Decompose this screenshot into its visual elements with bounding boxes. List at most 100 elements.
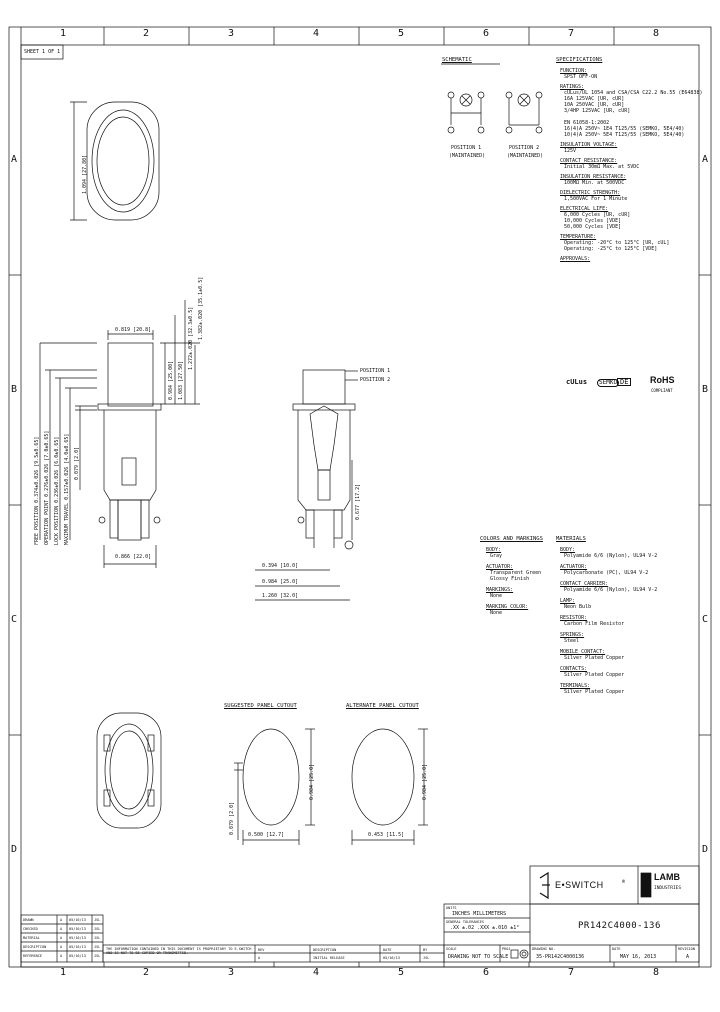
part-number: PR142C4000-136 bbox=[578, 921, 661, 931]
section-position-1: POSITION 1 bbox=[360, 368, 391, 374]
side-dim-r1: 1.083 [27.50] bbox=[178, 360, 184, 400]
revision-title: REVISION bbox=[678, 947, 695, 951]
sig-by: JSL bbox=[94, 918, 101, 922]
sig-date: 05/16/13 bbox=[69, 927, 86, 931]
alternate-panel-cutout bbox=[351, 728, 428, 845]
zone-top-2: 2 bbox=[143, 28, 150, 39]
color-block-title: ACTUATOR: bbox=[486, 564, 514, 570]
material-block: CONTACT CARRIER:Polyamide 6/6 (Nylon), U… bbox=[560, 581, 695, 593]
color-block-title: MARKINGS: bbox=[486, 587, 514, 593]
color-block: BODY:Gray bbox=[486, 547, 546, 559]
zone-top-3: 3 bbox=[228, 28, 235, 39]
zone-top-1: 1 bbox=[60, 28, 67, 39]
vde-approval-mark: DE bbox=[617, 378, 632, 386]
rev-row-rev: A bbox=[258, 956, 261, 960]
alternate-dim-horizontal: 0.453 [11.5] bbox=[368, 832, 405, 838]
material-block: SPRINGS:Steel bbox=[560, 632, 695, 644]
spec-block-line: 16A 125VAC [UR, cUR] bbox=[564, 96, 625, 102]
rev-header-rev: REV bbox=[258, 948, 265, 952]
suggested-dim-vertical: 0.984 [25.0] bbox=[309, 763, 315, 800]
sig-by: JSL bbox=[94, 954, 101, 958]
zone-left-b: B bbox=[11, 384, 18, 395]
schematic-pos1: POSITION 1 bbox=[451, 145, 482, 151]
color-block: MARKING COLOR:None bbox=[486, 604, 546, 616]
date-title: DATE bbox=[612, 947, 621, 951]
spec-block: FUNCTION:SPST OFF-ON bbox=[560, 68, 695, 80]
material-block: CONTACTS:Silver Plated Copper bbox=[560, 666, 695, 678]
spec-block-line: 16(4)A 250V~ 1E4 T125/55 (SEMKO, 5E4/40) bbox=[564, 126, 685, 132]
spec-block-title: APPROVALS: bbox=[560, 256, 591, 262]
section-dim-vertical: 0.677 [17.2] bbox=[355, 483, 361, 520]
side-bottom-dim: 0.866 [22.0] bbox=[115, 554, 152, 560]
zone-bottom-2: 2 bbox=[143, 967, 150, 978]
spec-block: DIELECTRIC STRENGTH:1,500VAC For 1 Minut… bbox=[560, 190, 695, 202]
rev-row-by: JSL bbox=[423, 956, 430, 960]
spec-block-line: 10,000 Cycles [VDE] bbox=[564, 218, 622, 224]
eswitch-brand: E•SWITCH bbox=[555, 880, 604, 890]
schematic-diagram bbox=[441, 63, 543, 134]
rohs-mark: RoHS bbox=[650, 375, 675, 385]
side-dim-r2: 1.272±.020 [32.3±0.5] bbox=[188, 306, 194, 370]
sig-by: JSL bbox=[94, 936, 101, 940]
brand-registered-mark: ® bbox=[622, 879, 626, 885]
spec-block-line: 1,500VAC For 1 Minute bbox=[564, 196, 628, 202]
scale-value: DRAWING NOT TO SCALE bbox=[448, 954, 509, 960]
front-diameter-dim: 1.094 [27.80] bbox=[82, 154, 88, 194]
inner-border bbox=[20, 44, 700, 968]
schematic-pos2: POSITION 2 bbox=[509, 145, 540, 151]
material-block-title: MOBILE CONTACT: bbox=[560, 649, 606, 655]
proprietary-notice: THE INFORMATION CONTAINED IN THIS DOCUME… bbox=[106, 947, 252, 955]
zone-right-b: B bbox=[702, 384, 709, 395]
side-dim-r3: 1.382±.020 [35.1±0.5] bbox=[198, 276, 204, 340]
material-block-line: Steel bbox=[564, 638, 580, 644]
material-block-line: Polycarbonate (PC), UL94 V-2 bbox=[564, 570, 649, 576]
zone-bottom-3: 3 bbox=[228, 967, 235, 978]
suggested-panel-cutout bbox=[234, 728, 315, 845]
spec-block-line: EN 61058-1:2002 bbox=[564, 120, 610, 126]
tolerances-title: GENERAL TOLERANCES bbox=[446, 920, 484, 924]
ul-approval-mark: cULus bbox=[566, 378, 588, 386]
material-block-line: Silver Plated Copper bbox=[564, 672, 625, 678]
schematic-heading: SCHEMATIC bbox=[442, 57, 472, 63]
travel-operation-point: OPERATION POINT 0.276±0.026 [7.0±0.65] bbox=[44, 430, 50, 545]
color-block-line: None bbox=[490, 593, 503, 599]
zone-right-d: D bbox=[702, 844, 709, 855]
zone-left-d: D bbox=[11, 844, 18, 855]
sig-index: A bbox=[60, 927, 63, 931]
zone-top-7: 7 bbox=[568, 28, 575, 39]
tolerances-value: .XX ±.02 .XXX ±.010 ±1° bbox=[450, 925, 520, 931]
zone-top-6: 6 bbox=[483, 28, 490, 39]
suggested-dim-small: 0.079 [2.0] bbox=[229, 801, 235, 835]
scale-title: SCALE bbox=[446, 947, 457, 951]
title-block-lines bbox=[20, 865, 700, 963]
suggested-cutout-title: SUGGESTED PANEL CUTOUT bbox=[224, 703, 297, 709]
rohs-compliant-text: COMPLIANT bbox=[651, 388, 673, 393]
material-block-title: SPRINGS: bbox=[560, 632, 585, 638]
section-dim-1: 0.394 [10.0] bbox=[262, 563, 299, 569]
travel-lock-position: LOCK POSITION 0.236±0.026 [6.0±0.65] bbox=[54, 436, 60, 545]
material-block-title: CONTACT CARRIER: bbox=[560, 581, 609, 587]
section-dim-2: 0.984 [25.0] bbox=[262, 579, 299, 585]
zone-bottom-1: 1 bbox=[60, 967, 67, 978]
rev-header-by: BY bbox=[423, 948, 428, 952]
material-block-line: Carbon Film Resistor bbox=[564, 621, 625, 627]
material-block-title: RESISTOR: bbox=[560, 615, 588, 621]
specifications-heading: SPECIFICATIONS bbox=[556, 57, 603, 63]
material-block-title: TERMINALS: bbox=[560, 683, 591, 689]
spec-block-line: 100MΩ Min. at 500VDC bbox=[564, 180, 625, 186]
rev-header-desc: DESCRIPTION bbox=[313, 948, 337, 952]
material-block: MOBILE CONTACT:Silver Plated Copper bbox=[560, 649, 695, 661]
spec-block-line: 50,000 Cycles [VDE] bbox=[564, 224, 622, 230]
spec-block-line: SPST OFF-ON bbox=[564, 74, 598, 80]
sig-index: A bbox=[60, 918, 63, 922]
travel-small-dim: 0.079 [2.0] bbox=[74, 446, 80, 480]
color-block-line: Gray bbox=[490, 553, 503, 559]
bottom-view bbox=[96, 712, 162, 829]
sig-index: A bbox=[60, 945, 63, 949]
sig-date: 05/16/13 bbox=[69, 918, 86, 922]
material-block-title: CONTACTS: bbox=[560, 666, 588, 672]
spec-block-title: TEMPERATURE: bbox=[560, 234, 597, 240]
spec-block-title: FUNCTION: bbox=[560, 68, 588, 74]
